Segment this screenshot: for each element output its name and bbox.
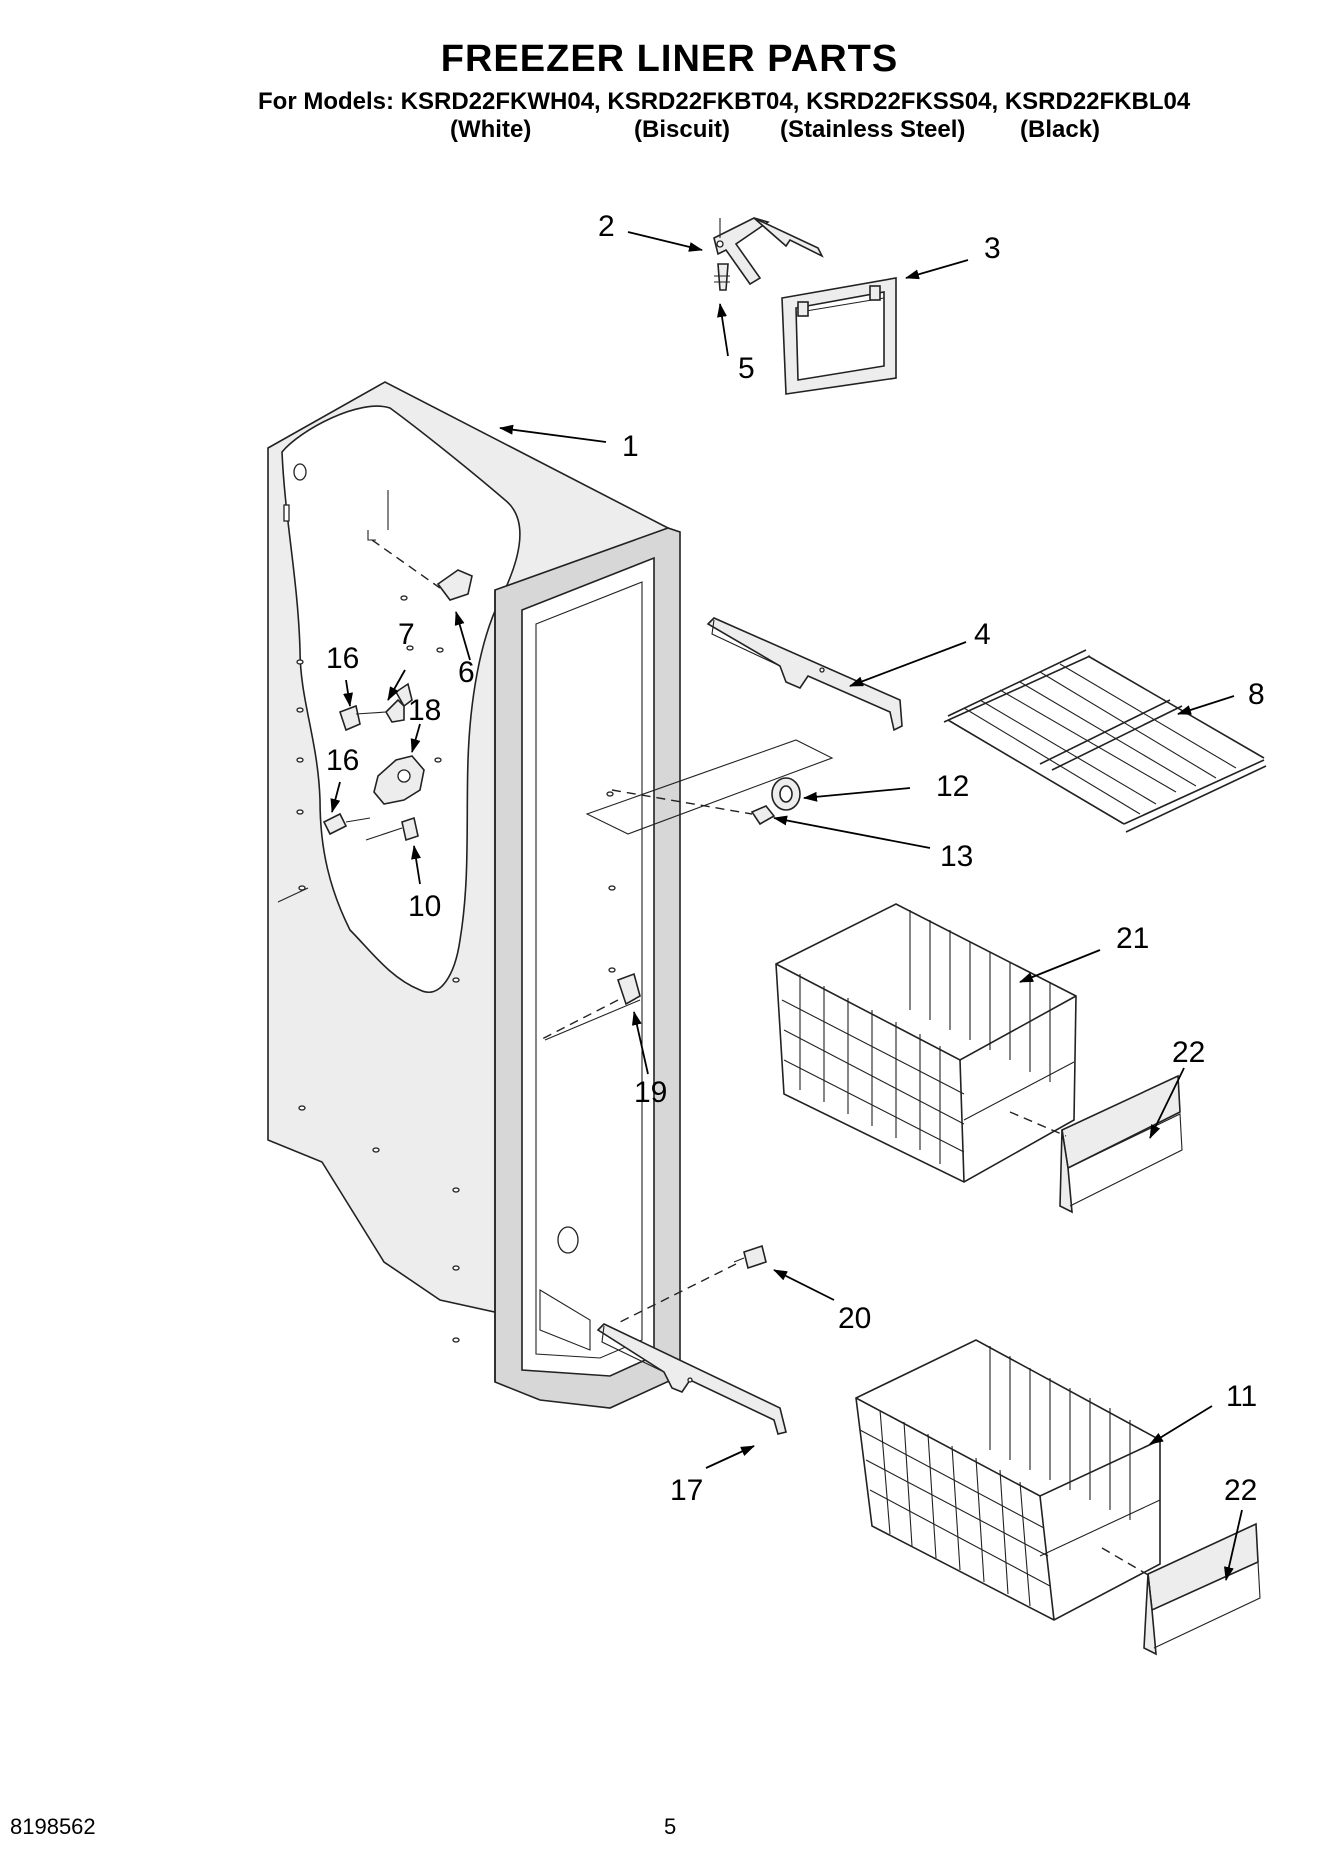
callout-12: 12 (936, 770, 969, 803)
part-12-13-roller (585, 739, 834, 835)
shelf-support-lower (596, 1323, 787, 1435)
variant-black: (Black) (1020, 116, 1101, 143)
page-title: FREEZER LINER PARTS (440, 38, 899, 80)
variant-white: (White) (450, 116, 532, 143)
callout-16-upper: 16 (326, 642, 359, 675)
callout-7: 7 (398, 618, 415, 651)
callout-17: 17 (670, 1474, 703, 1507)
part-20-screw (615, 1244, 767, 1325)
shelf-support-upper (706, 617, 903, 732)
callout-20: 20 (838, 1302, 871, 1335)
light-housing-assembly (713, 217, 897, 395)
callout-1: 1 (622, 430, 639, 463)
basket-front-upper (1009, 1074, 1183, 1214)
page-number: 5 (664, 1814, 677, 1839)
callout-10: 10 (408, 890, 441, 923)
callout-3: 3 (984, 232, 1001, 265)
callout-5: 5 (738, 352, 755, 385)
callout-21: 21 (1116, 922, 1149, 955)
basket-upper (775, 903, 1077, 1183)
callout-4: 4 (974, 618, 991, 651)
callout-11: 11 (1226, 1380, 1257, 1413)
control-parts (277, 682, 425, 903)
basket-front-lower (1101, 1522, 1261, 1656)
callout-2: 2 (598, 210, 615, 243)
leader-lines (330, 231, 1243, 1581)
callout-13: 13 (940, 840, 973, 873)
callout-22-upper: 22 (1172, 1036, 1205, 1069)
callout-18: 18 (408, 694, 441, 727)
callout-6: 6 (458, 656, 475, 689)
document-number: 8198562 (10, 1814, 96, 1839)
variant-biscuit: (Biscuit) (634, 116, 730, 143)
variant-stainless-steel: (Stainless Steel) (780, 116, 966, 143)
freezer-liner (267, 381, 681, 1409)
part-6-clip (371, 539, 473, 601)
part-19-switch (539, 972, 641, 1041)
callout-8: 8 (1248, 678, 1265, 711)
callout-16-lower: 16 (326, 744, 359, 777)
callout-22-lower: 22 (1224, 1474, 1257, 1507)
basket-lower (855, 1339, 1161, 1621)
wire-shelf (943, 649, 1267, 833)
callout-19: 19 (634, 1076, 667, 1109)
models-line: For Models: KSRD22FKWH04, KSRD22FKBT04, … (258, 88, 1191, 115)
